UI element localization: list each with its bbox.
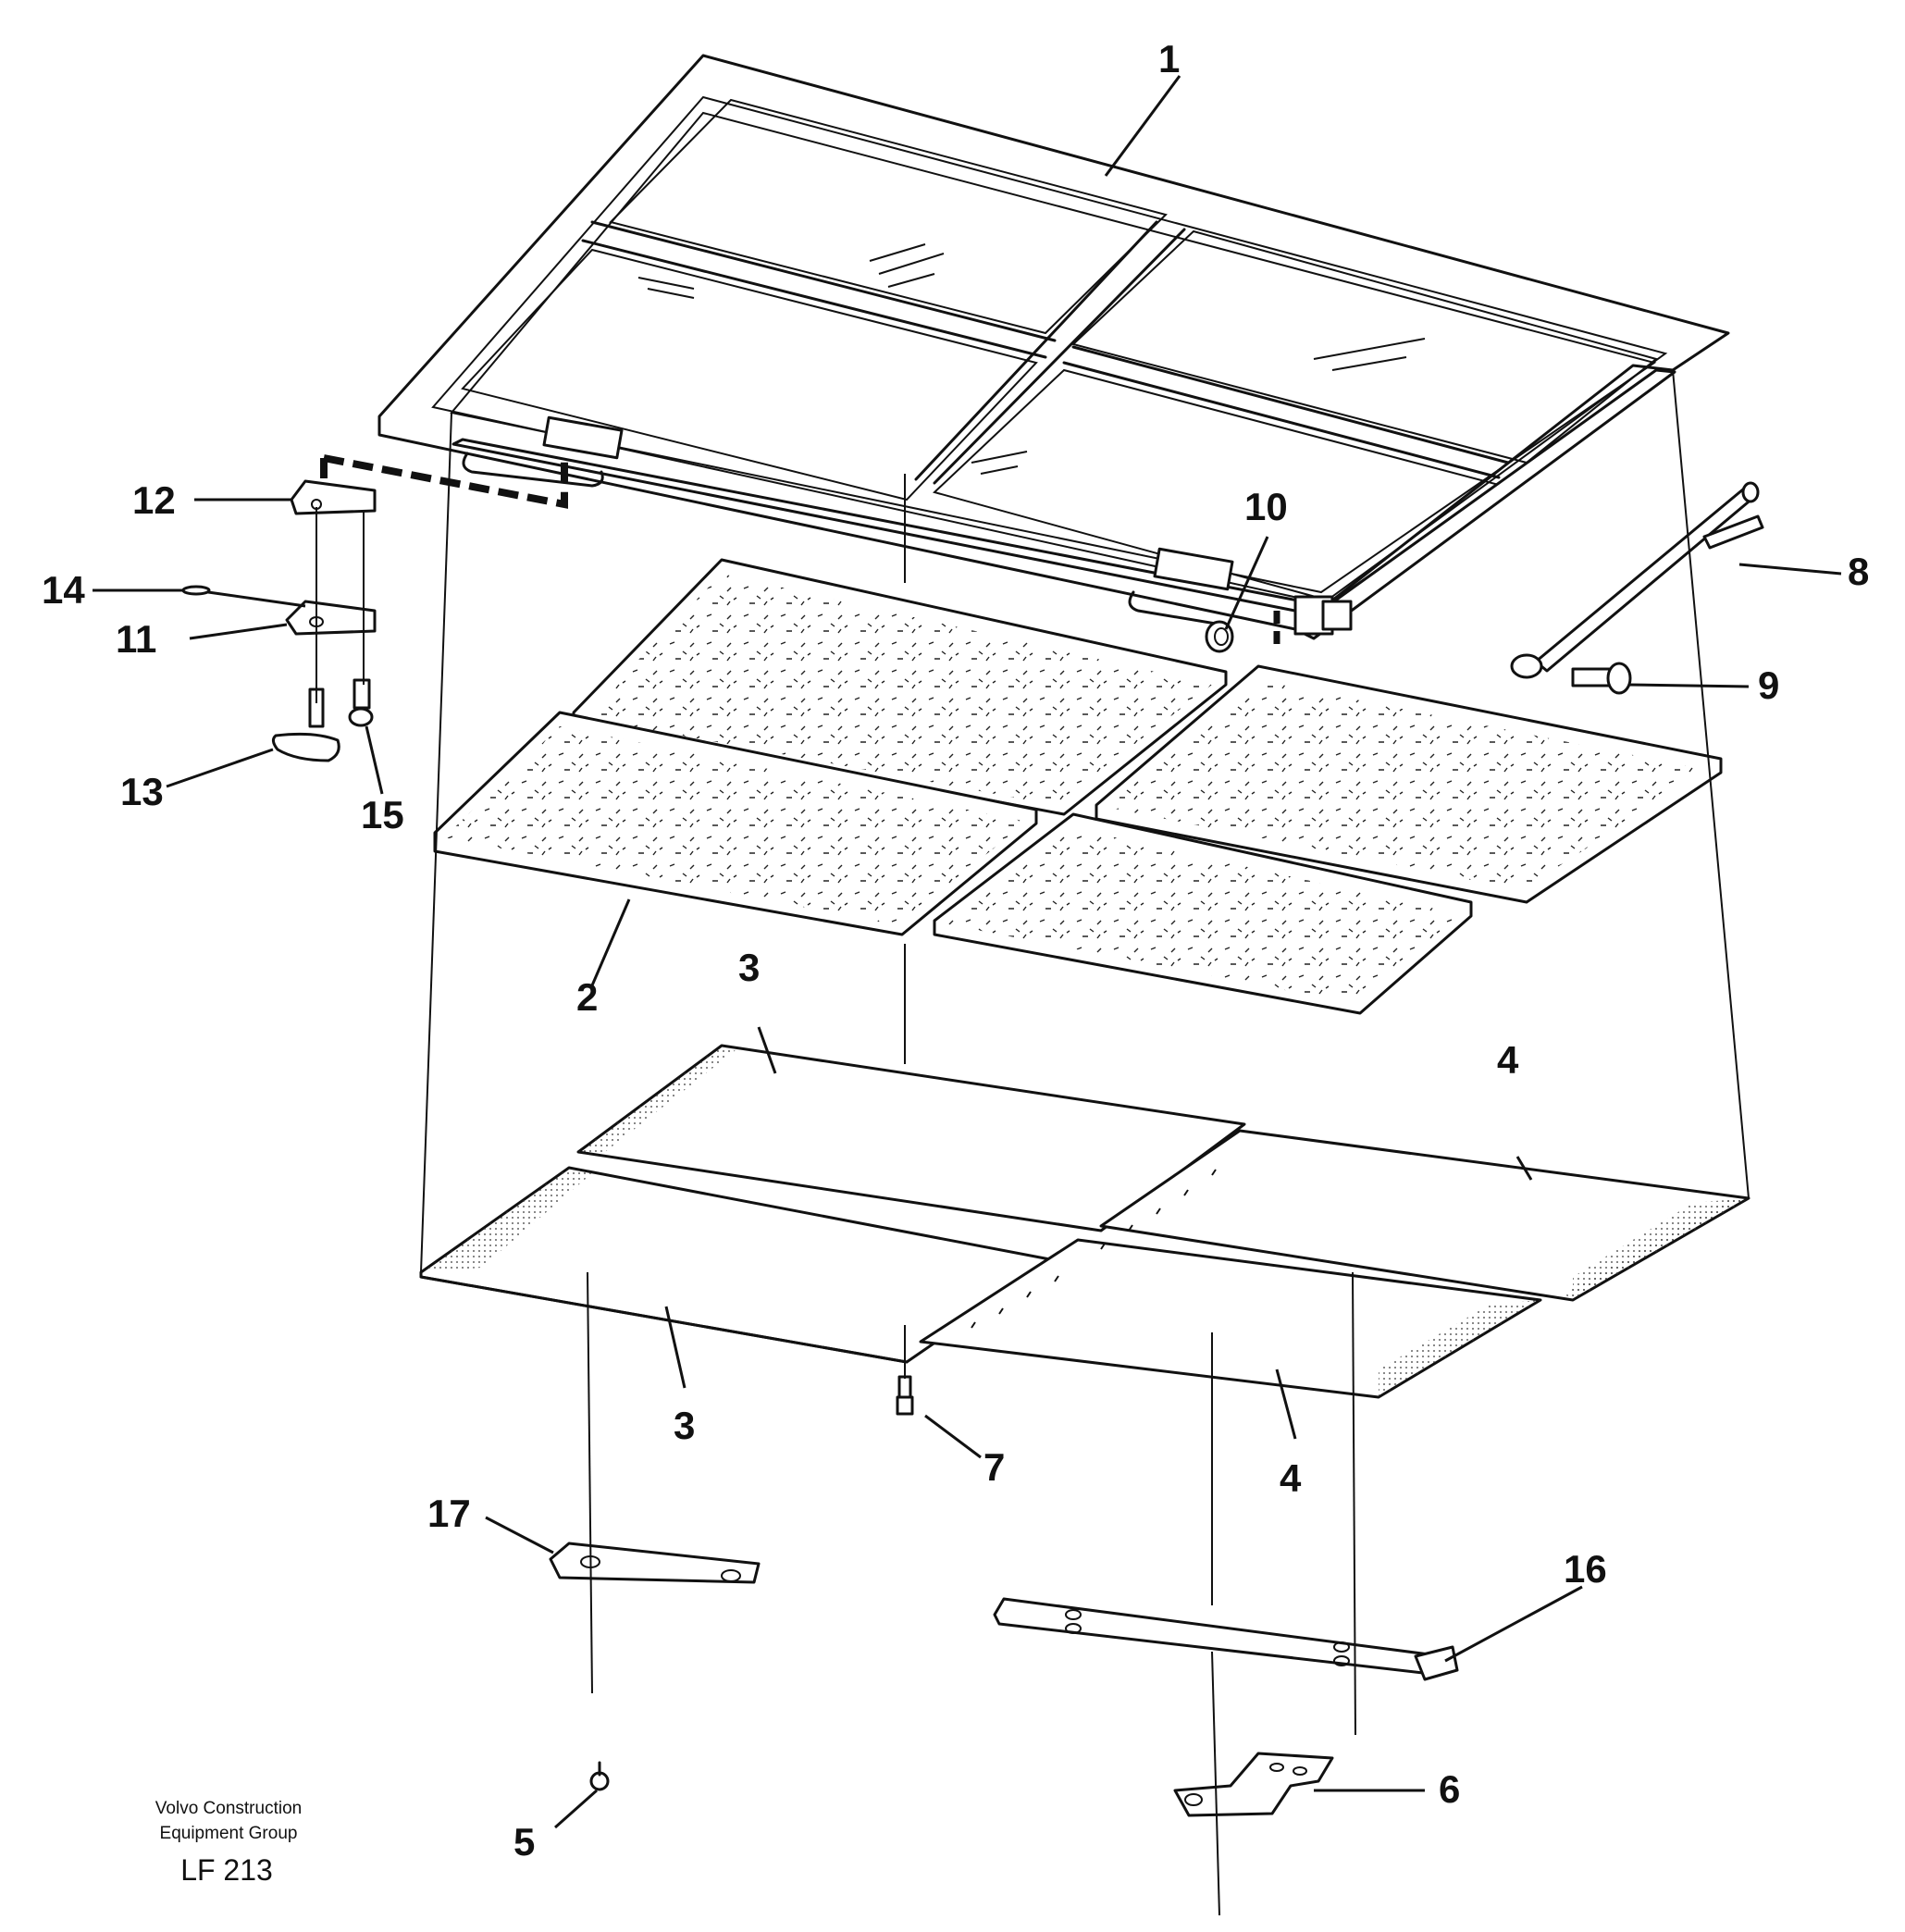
- callout-17: 17: [427, 1492, 471, 1535]
- callout-7: 7: [983, 1445, 1005, 1489]
- screw-7: [896, 1375, 914, 1416]
- assembly-lines: [420, 369, 1750, 1916]
- callout-9: 9: [1758, 663, 1779, 707]
- insulation-panels: [433, 558, 1723, 1015]
- callout-3-bottom: 3: [674, 1404, 695, 1447]
- callout-11: 11: [116, 617, 156, 661]
- roof-frame: [377, 54, 1730, 640]
- credit-line-2: Equipment Group: [160, 1824, 298, 1843]
- callout-labels: 1 2 3 3 4 4 5 6 7 8 9 10 11 12 13 14 15 …: [42, 37, 1869, 1864]
- callout-1: 1: [1158, 37, 1180, 80]
- handle-13: [271, 687, 340, 762]
- latch-assembly-lines: [315, 507, 365, 703]
- latch-12: [290, 479, 377, 515]
- credit-line-1: Volvo Construction: [155, 1799, 302, 1818]
- callout-12: 12: [132, 478, 176, 522]
- headliner-sheets: [419, 1044, 1750, 1399]
- bolt-9: [1510, 653, 1632, 695]
- leader-lines: [93, 75, 1842, 1829]
- callout-14: 14: [42, 568, 85, 612]
- screw-5: [589, 1761, 610, 1791]
- callout-3-top: 3: [738, 946, 760, 989]
- callout-2: 2: [576, 975, 598, 1019]
- trim-strip-16: [993, 1597, 1459, 1681]
- screw-15: [348, 678, 374, 727]
- callout-10: 10: [1244, 485, 1288, 528]
- drawing-code: LF 213: [180, 1853, 273, 1887]
- callout-16: 16: [1564, 1547, 1607, 1591]
- callout-4-top: 4: [1497, 1038, 1519, 1082]
- bracket-6: [1173, 1752, 1334, 1817]
- trim-strip-17: [549, 1542, 761, 1584]
- callout-5: 5: [513, 1820, 535, 1864]
- callout-6: 6: [1439, 1767, 1460, 1811]
- callout-15: 15: [361, 793, 404, 836]
- rod-8: [1534, 481, 1764, 673]
- callout-4-bottom: 4: [1280, 1456, 1302, 1500]
- dashed-fit-line: [320, 454, 568, 509]
- callout-8: 8: [1848, 550, 1869, 593]
- callout-13: 13: [120, 770, 164, 813]
- pin-14: [181, 585, 211, 596]
